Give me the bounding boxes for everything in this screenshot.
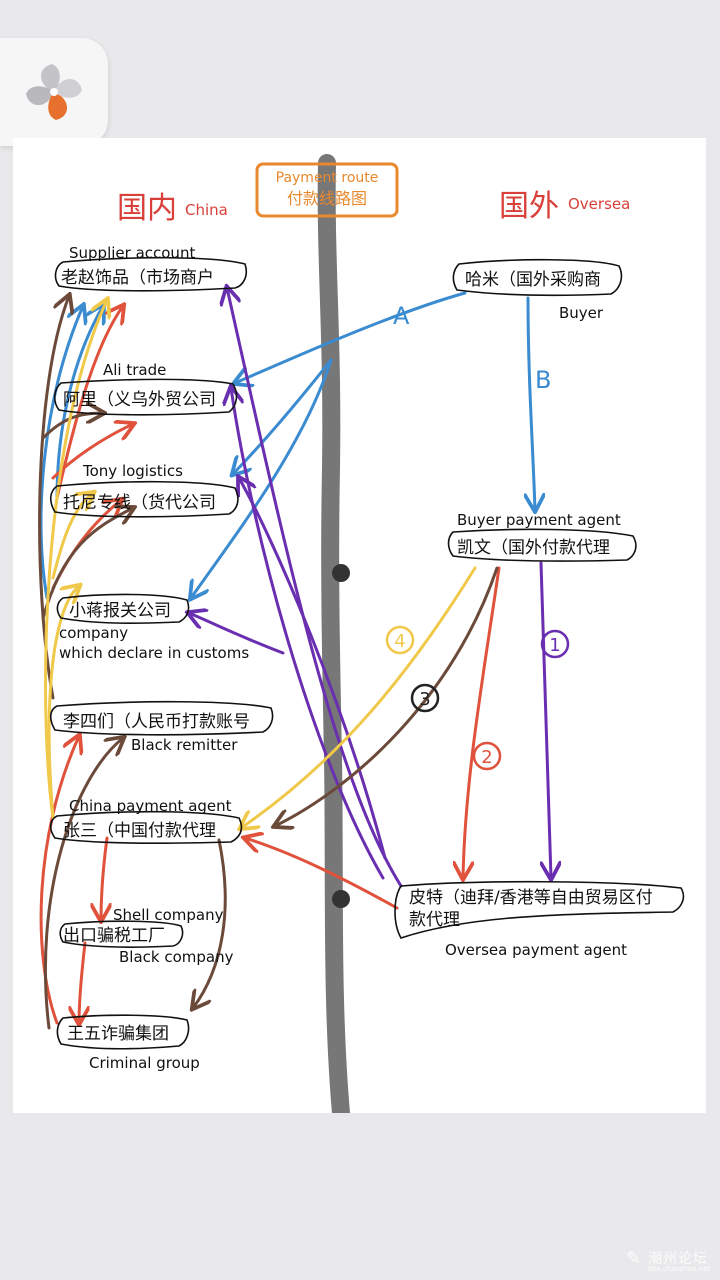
node-zhangsan-cn: 张三（中国付款代理 [63,821,216,841]
node-tony-cn: 托尼专线（货代公司 [63,493,216,513]
node-zhangsan-en: China payment agent [69,797,232,815]
svg-text:2: 2 [481,747,492,768]
node-tony-en: Tony logistics [82,462,183,480]
border-divider [317,154,350,1113]
yellow-routes [44,300,477,828]
title-box: Payment route 付款线路图 [255,162,399,218]
payment-route-diagram: Payment route 付款线路图 国内 China 国外 Oversea [38,154,685,1113]
watermark-main: 潮州论坛 [648,1251,708,1267]
node-kaiwen-cn: 凯文（国外付款代理 [457,538,610,558]
node-lisi-cn: 李四们（人民币打款账号 [63,712,250,732]
svg-text:4: 4 [394,631,405,652]
node-customs-cn: 小蒋报关公司 [69,601,171,621]
route-label-a: A [393,302,410,330]
title-en: Payment route [276,170,379,186]
app-logo-badge[interactable] [0,38,108,146]
node-tony: Tony logistics 托尼专线（货代公司 [49,462,239,518]
node-hami-en: Buyer [559,304,604,322]
node-kaiwen-en: Buyer payment agent [457,511,621,529]
node-pite-cn2: 款代理 [409,910,460,930]
blue-routes [39,291,535,598]
heading-oversea-cn: 国外 [499,189,559,224]
forum-logo-icon: ✎ [626,1248,642,1269]
node-ali-cn: 阿里（义乌外贸公司 [63,390,216,410]
heading-china-cn: 国内 [117,191,177,226]
route-label-3: 3 [410,683,440,713]
node-ali-en: Ali trade [103,361,166,379]
watermark-sub: bbs.chaozhou.net [648,1265,711,1273]
title-cn: 付款线路图 [287,189,367,208]
route-label-b: B [535,366,551,394]
node-lisi-en: Black remitter [131,736,238,754]
node-wangwu: 王五诈骗集团 Criminal group [56,1014,200,1072]
node-hami: 哈米（国外采购商 Buyer [452,258,623,322]
node-shell-cn: 出口骗税工厂 [63,926,165,946]
route-label-1: 1 [540,629,570,659]
forum-watermark: ✎ 潮州论坛 bbs.chaozhou.net [624,1246,716,1276]
node-supplier: Supplier account 老赵饰品（市场商户 [54,244,248,292]
node-shell: Shell company 出口骗税工厂 Black company [59,906,234,966]
node-customs-en2: which declare in customs [59,644,249,662]
purple-routes [189,288,551,888]
route-label-4: 4 [385,625,415,655]
svg-text:3: 3 [419,689,430,710]
node-pite-en: Oversea payment agent [445,941,627,959]
node-shell-en1: Shell company [113,906,224,924]
node-wangwu-en: Criminal group [89,1054,200,1072]
node-shell-en2: Black company [119,948,234,966]
node-lisi: 李四们（人民币打款账号 Black remitter [49,700,274,754]
node-pite: 皮特（迪拜/香港等自由贸易区付 款代理 Oversea payment agen… [394,880,685,959]
node-zhangsan: China payment agent 张三（中国付款代理 [49,797,243,844]
node-customs: 小蒋报关公司 company which declare in customs [56,593,249,662]
pinwheel-logo-icon [20,58,88,126]
node-supplier-en: Supplier account [69,244,195,262]
node-supplier-cn: 老赵饰品（市场商户 [61,268,214,288]
divider-knot [332,890,350,908]
drawing-sheet: Payment route 付款线路图 国内 China 国外 Oversea [13,138,706,1113]
route-label-2: 2 [472,741,502,771]
node-kaiwen: Buyer payment agent 凯文（国外付款代理 [447,511,637,562]
node-hami-cn: 哈米（国外采购商 [465,270,601,290]
node-wangwu-cn: 王五诈骗集团 [67,1024,169,1044]
node-customs-en1: company [59,624,128,642]
node-pite-cn1: 皮特（迪拜/香港等自由贸易区付 [409,888,653,908]
divider-knot [332,564,350,582]
svg-text:1: 1 [549,635,560,656]
heading-china-en: China [185,201,228,219]
heading-oversea-en: Oversea [568,195,630,213]
node-ali: Ali trade 阿里（义乌外贸公司 [53,361,238,416]
